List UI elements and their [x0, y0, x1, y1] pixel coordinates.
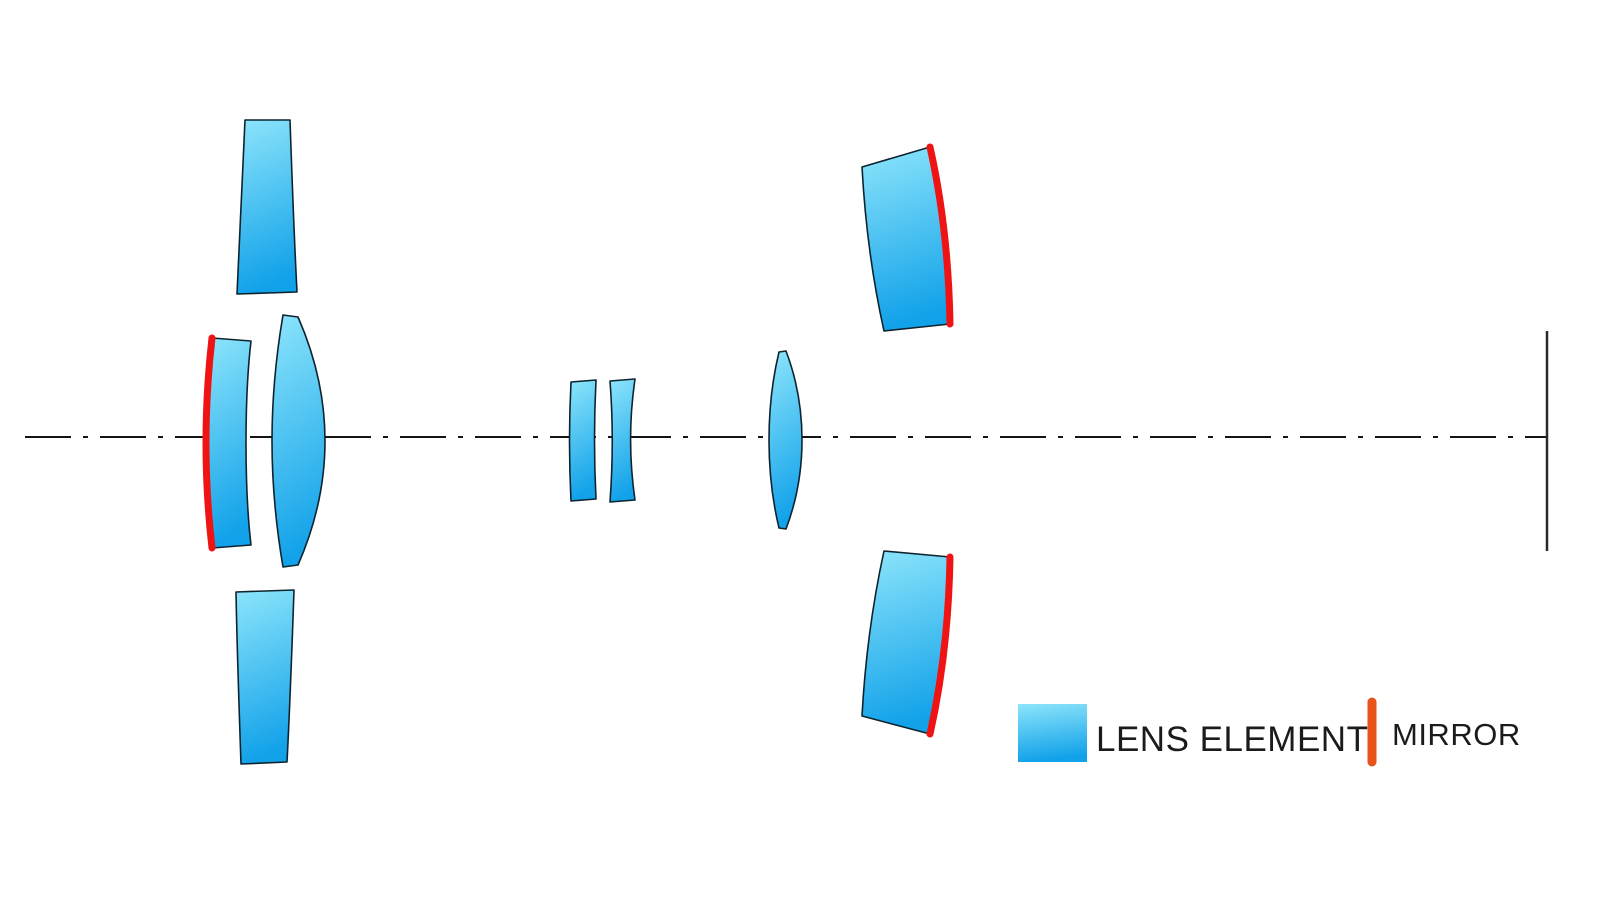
lens-element-label: LENS ELEMENT [1096, 720, 1368, 759]
lens-element-swatch [1018, 704, 1087, 762]
mid-lens-3 [768, 350, 803, 530]
legend: LENS ELEMENT MIRROR [1018, 697, 1521, 767]
primary-mirror-lower-mirror-surface [926, 553, 954, 738]
mid-lens-2 [609, 378, 636, 503]
secondary-mangin-mirror-mirror-surface [202, 334, 216, 552]
mid-lens-1 [568, 379, 597, 502]
front-corrector-lower [235, 589, 295, 765]
lens-behind-secondary [271, 314, 326, 568]
front-corrector-upper [236, 119, 298, 295]
lens-elements-group [202, 119, 954, 765]
primary-mirror-upper-mirror-surface [926, 143, 954, 328]
mirror-label: MIRROR [1392, 717, 1521, 752]
secondary-mangin-mirror [205, 337, 252, 549]
